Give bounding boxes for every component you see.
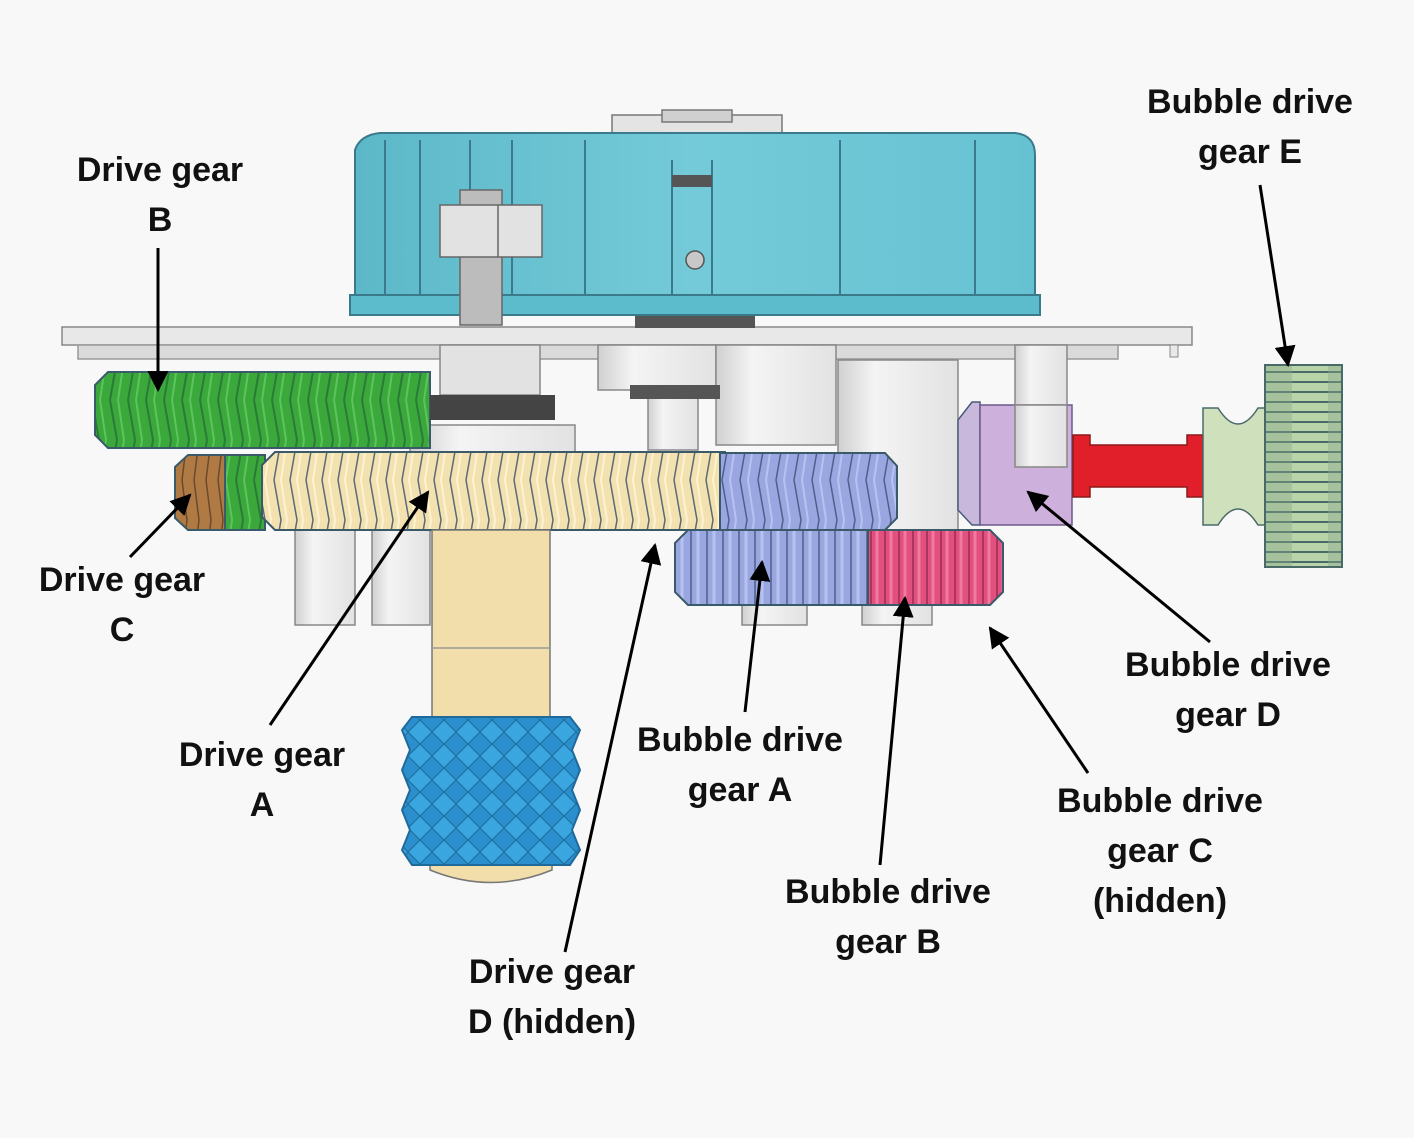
arrow-drive-gear-c [128,493,192,559]
bubble-drive-gear-d [979,404,1073,526]
arrow-bubble-drive-gear-c [988,626,1090,774]
top-shaft [439,189,543,326]
drive-gear-c [174,454,266,531]
label-bubble-drive-gear-b: Bubble drive gear B [785,873,991,961]
drive-shaft [429,529,553,884]
label-bubble-drive-gear-c: Bubble drive gear C (hidden) [1057,782,1263,920]
callout-arrows [128,184,1296,953]
label-drive-gear-a: Drive gear A [178,736,346,824]
bubble-drive-gear-a [674,529,871,606]
drive-gear-a [261,451,726,531]
arrow-bubble-drive-gear-a [743,559,771,713]
label-bubble-drive-gear-d: Bubble drive gear D [1125,646,1331,734]
red-coupler [1072,434,1204,498]
bevel-gear [957,401,981,526]
washer [430,395,555,420]
fan-impeller [349,109,1041,316]
bubble-drive-gear-a-upper [719,452,898,531]
bubble-drive-gear-e [1202,364,1343,568]
label-bubble-drive-gear-a: Bubble drive gear A [637,721,843,809]
label-drive-gear-c: Drive gear C [38,561,206,649]
label-bubble-drive-gear-e: Bubble drive gear E [1147,83,1353,171]
label-drive-gear-b: Drive gear B [76,151,244,239]
drive-gear-b [94,371,431,449]
knurled-knob [400,716,582,866]
arrow-bubble-drive-gear-d [1026,490,1211,644]
arrow-drive-gear-a [268,490,430,726]
spacer [630,385,720,399]
label-drive-gear-d: Drive gear D (hidden) [467,953,637,1041]
arrow-drive-gear-d [563,542,662,953]
arrow-bubble-drive-gear-e [1258,184,1296,368]
bubble-drive-gear-b [867,529,1004,606]
arrow-bubble-drive-gear-b [878,595,914,866]
